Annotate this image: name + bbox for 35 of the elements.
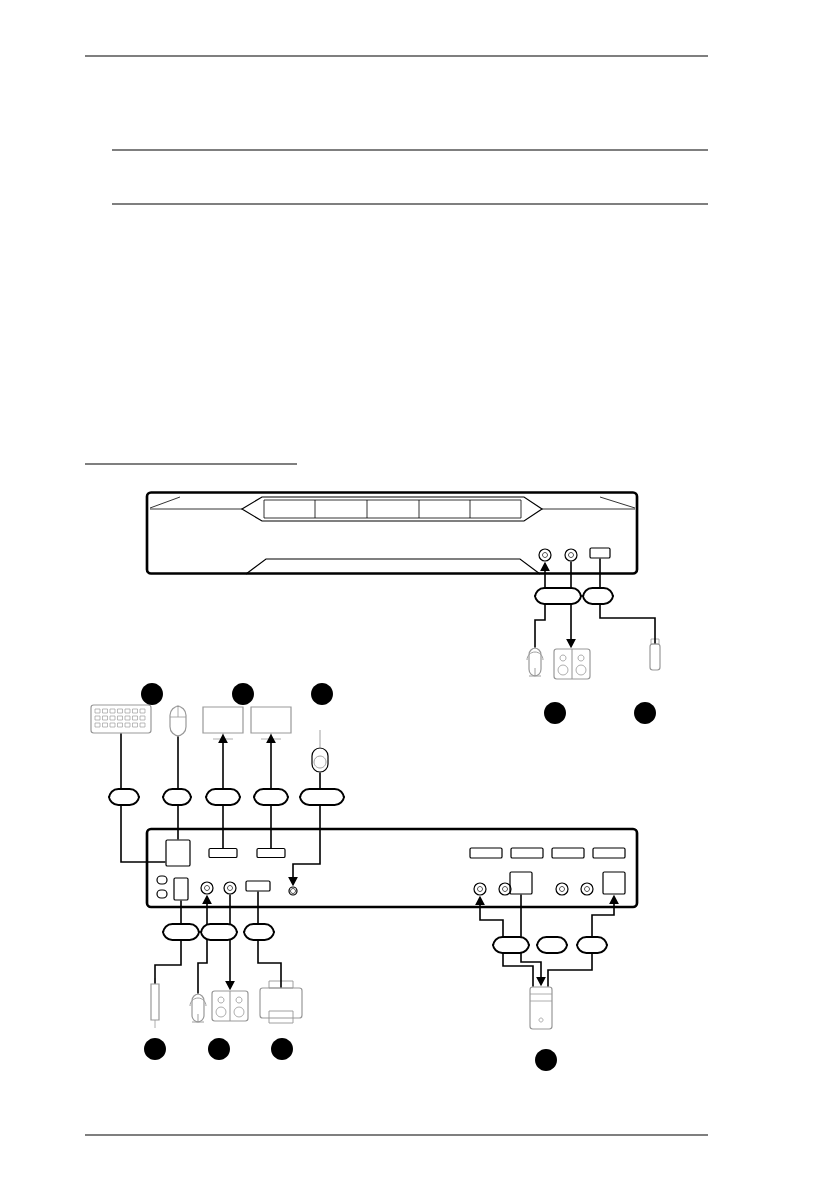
jack (498, 882, 512, 896)
printer-icon (259, 980, 303, 1024)
port (165, 839, 191, 867)
usb-drive-icon (649, 638, 661, 671)
port (256, 847, 286, 859)
microphone-icon (526, 647, 544, 677)
mouse-icon (169, 705, 187, 737)
port (509, 871, 533, 895)
jack (580, 882, 594, 896)
monitor-icon (202, 706, 244, 740)
keyboard-icon (90, 704, 152, 734)
switch-unit-drawing (145, 827, 639, 909)
jack (473, 882, 487, 896)
port (469, 847, 503, 859)
monitor-icon (250, 706, 292, 740)
computer-icon (529, 986, 553, 1030)
jack (200, 881, 214, 895)
speaker-icon (553, 648, 591, 680)
port (510, 847, 544, 859)
jack (223, 881, 237, 895)
port (173, 877, 189, 901)
port (245, 880, 271, 892)
camera-icon (311, 729, 329, 773)
port (592, 847, 626, 859)
jack (288, 886, 298, 896)
switch-unit-drawing (145, 491, 639, 575)
jack (564, 548, 578, 562)
port (208, 847, 238, 859)
port (602, 871, 626, 895)
jack (538, 548, 552, 562)
port (551, 847, 585, 859)
jack (555, 882, 569, 896)
microphone-icon (189, 993, 207, 1023)
speaker-icon (211, 990, 249, 1022)
port (589, 547, 611, 559)
